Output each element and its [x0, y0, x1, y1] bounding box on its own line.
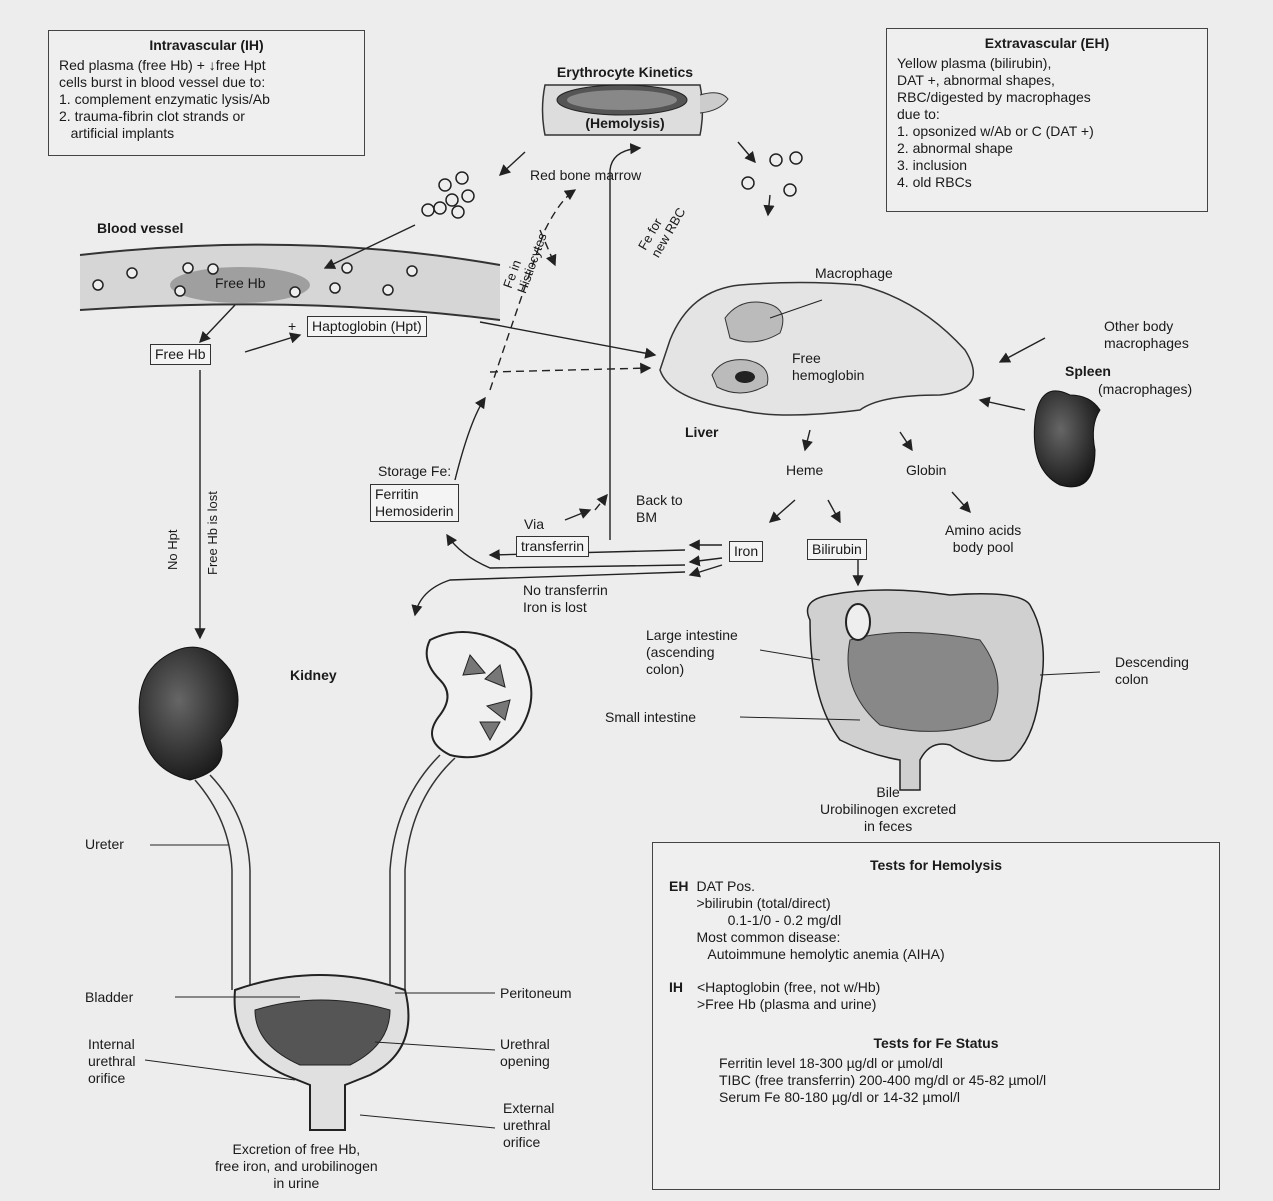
- descending-colon-label: Descending colon: [1115, 654, 1189, 688]
- eh-section: EH DAT Pos. >bilirubin (total/direct) 0.…: [669, 878, 1203, 963]
- eh-line: Autoimmune hemolytic anemia (AIHA): [696, 946, 944, 963]
- ferritin-tag: Ferritin Hemosiderin: [370, 484, 459, 522]
- spleen-label: Spleen: [1065, 363, 1111, 380]
- transferrin-tag: transferrin: [516, 536, 589, 557]
- free-hemoglobin-label: Free hemoglobin: [792, 350, 864, 384]
- tests-box: Tests for Hemolysis EH DAT Pos. >bilirub…: [652, 842, 1220, 1190]
- other-macrophages-label: Other body macrophages: [1104, 318, 1189, 352]
- rbc-cluster-left: [422, 172, 474, 218]
- kidney-label: Kidney: [290, 667, 337, 684]
- ureter-label: Ureter: [85, 836, 124, 853]
- red-bone-marrow-label: Red bone marrow: [530, 167, 641, 184]
- free-hb-lost-label: Free Hb is lost: [205, 491, 220, 575]
- ih-tag: IH: [669, 979, 683, 1013]
- iron-tag: Iron: [729, 541, 763, 562]
- no-hpt-label: No Hpt: [165, 530, 180, 570]
- extravascular-line: RBC/digested by macrophages: [897, 89, 1197, 106]
- intravascular-title: Intravascular (IH): [59, 37, 354, 54]
- extravascular-line: Yellow plasma (bilirubin),: [897, 55, 1197, 72]
- extravascular-title: Extravascular (EH): [897, 35, 1197, 52]
- fe-line: TIBC (free transferrin) 200-400 mg/dl or…: [719, 1072, 1203, 1089]
- peritoneum-label: Peritoneum: [500, 985, 572, 1002]
- intravascular-line: cells burst in blood vessel due to:: [59, 74, 354, 91]
- extravascular-line: due to:: [897, 106, 1197, 123]
- internal-orifice-label: Internal urethral orifice: [88, 1036, 135, 1087]
- eh-tag: EH: [669, 878, 688, 963]
- extravascular-line: 1. opsonized w/Ab or C (DAT +): [897, 123, 1197, 140]
- intravascular-line: Red plasma (free Hb) + ↓free Hpt: [59, 57, 354, 74]
- globin-label: Globin: [906, 462, 946, 479]
- intravascular-line: 1. complement enzymatic lysis/Ab: [59, 91, 354, 108]
- intravascular-line: 2. trauma-fibrin clot strands or: [59, 108, 354, 125]
- blood-vessel-graphic: [80, 245, 500, 320]
- spleen-sub-label: (macrophages): [1098, 381, 1192, 398]
- ih-section: IH <Haptoglobin (free, not w/Hb) >Free H…: [669, 979, 1203, 1013]
- left-kidney-graphic: [139, 647, 238, 780]
- bile-label: Bile Urobilinogen excreted in feces: [820, 784, 956, 835]
- macrophage-label: Macrophage: [815, 265, 893, 282]
- amino-acids-label: Amino acids body pool: [945, 522, 1021, 556]
- free-hb-tag: Free Hb: [150, 344, 211, 365]
- ih-line: >Free Hb (plasma and urine): [697, 996, 880, 1013]
- plus-sign: +: [288, 318, 296, 335]
- haptoglobin-tag: Haptoglobin (Hpt): [307, 316, 427, 337]
- extravascular-line: 3. inclusion: [897, 157, 1197, 174]
- bladder-label: Bladder: [85, 989, 133, 1006]
- heme-label: Heme: [786, 462, 823, 479]
- intravascular-box: Intravascular (IH) Red plasma (free Hb) …: [48, 30, 365, 156]
- intestine-graphic: [808, 590, 1044, 790]
- kinetics-title: Erythrocyte Kinetics (Hemolysis): [530, 30, 720, 166]
- external-orifice-label: External urethral orifice: [503, 1100, 554, 1151]
- right-kidney-graphic: [427, 632, 532, 757]
- fe-line: Serum Fe 80-180 µg/dl or 14-32 µmol/l: [719, 1089, 1203, 1106]
- extravascular-box: Extravascular (EH) Yellow plasma (biliru…: [886, 28, 1208, 212]
- fe-line: Ferritin level 18-300 µg/dl or µmol/dl: [719, 1055, 1203, 1072]
- kinetics-title-line1: Erythrocyte Kinetics: [530, 64, 720, 81]
- bladder-graphic: [235, 975, 409, 1130]
- rbc-cluster-right: [742, 152, 802, 196]
- spleen-graphic: [1034, 391, 1100, 487]
- eh-line: >bilirubin (total/direct): [696, 895, 944, 912]
- extravascular-line: DAT +, abnormal shapes,: [897, 72, 1197, 89]
- tests-hemolysis-title: Tests for Hemolysis: [669, 857, 1203, 874]
- back-to-bm-label: Back to BM: [636, 492, 683, 526]
- small-intestine-label: Small intestine: [605, 709, 696, 726]
- extravascular-line: 2. abnormal shape: [897, 140, 1197, 157]
- no-transferrin-label: No transferrin Iron is lost: [523, 582, 608, 616]
- liver-label: Liver: [685, 424, 718, 441]
- eh-lines: DAT Pos. >bilirubin (total/direct) 0.1-1…: [696, 878, 944, 963]
- eh-line: DAT Pos.: [696, 878, 944, 895]
- eh-line: Most common disease:: [696, 929, 944, 946]
- large-intestine-label: Large intestine (ascending colon): [646, 627, 738, 678]
- ih-lines: <Haptoglobin (free, not w/Hb) >Free Hb (…: [697, 979, 880, 1013]
- bilirubin-tag: Bilirubin: [807, 539, 867, 560]
- eh-line: 0.1-1/0 - 0.2 mg/dl: [696, 912, 944, 929]
- fe-lines: Ferritin level 18-300 µg/dl or µmol/dl T…: [719, 1055, 1203, 1106]
- fe-status-title: Tests for Fe Status: [669, 1035, 1203, 1052]
- via-label: Via: [524, 516, 544, 533]
- excretion-label: Excretion of free Hb, free iron, and uro…: [215, 1141, 378, 1192]
- urethral-opening-label: Urethral opening: [500, 1036, 550, 1070]
- free-hb-vessel-label: Free Hb: [215, 275, 266, 292]
- extravascular-line: 4. old RBCs: [897, 174, 1197, 191]
- ih-line: <Haptoglobin (free, not w/Hb): [697, 979, 880, 996]
- ureters: [195, 755, 455, 990]
- blood-vessel-label: Blood vessel: [97, 220, 183, 237]
- storage-fe-label: Storage Fe:: [378, 463, 451, 480]
- kinetics-title-line2: (Hemolysis): [530, 115, 720, 132]
- intravascular-line: artificial implants: [59, 125, 354, 142]
